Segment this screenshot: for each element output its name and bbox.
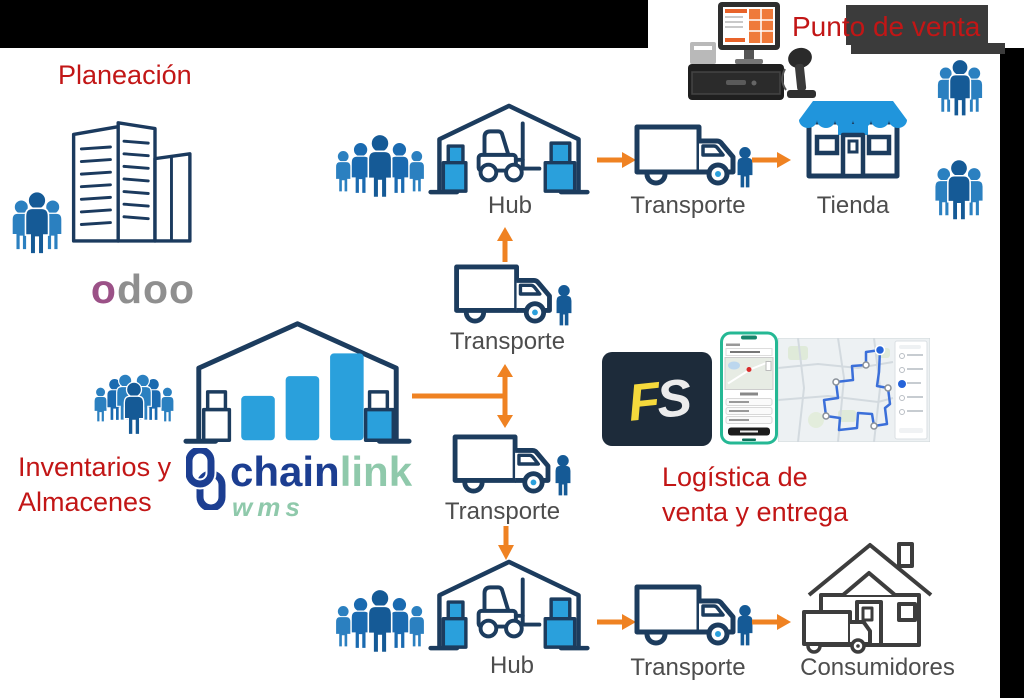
people-group-icon <box>932 58 988 118</box>
people-group-icon <box>929 158 989 222</box>
truck-icon <box>630 584 742 646</box>
store-icon <box>792 98 914 182</box>
people-group-icon <box>333 586 427 656</box>
transporte-label-top: Transporte <box>630 192 746 219</box>
inventory-title: Inventarios y Almacenes <box>18 450 171 520</box>
arrow-right-icon <box>750 612 792 632</box>
logistics-title-line2: venta y entrega <box>662 497 849 527</box>
connector-line <box>412 393 504 399</box>
people-group-icon <box>8 190 66 256</box>
person-icon <box>555 455 571 496</box>
svg-text:FS: FS <box>625 369 694 433</box>
people-group-icon <box>333 130 427 202</box>
chain-text: chain <box>230 448 340 495</box>
right-black-bar <box>1000 48 1024 698</box>
pos-title: Punto de venta <box>792 11 981 42</box>
odoo-letter: o <box>143 266 170 312</box>
chainlink-logo-icon <box>186 448 226 510</box>
hub-label-top: Hub <box>487 192 533 219</box>
arrow-right-icon <box>750 150 792 170</box>
truck-icon <box>450 264 558 324</box>
wms-text: wms <box>232 492 305 522</box>
warehouse-hub-icon <box>424 556 594 654</box>
planning-title: Planeación <box>58 60 192 90</box>
odoo-letter: o <box>169 266 196 312</box>
pos-title-dark-box <box>846 5 988 45</box>
pos-title-dark-strip <box>851 43 1005 54</box>
transporte-label-middle-up: Transporte <box>449 328 566 355</box>
inventory-title-line2: Almacenes <box>18 487 152 517</box>
central-warehouse-icon <box>182 316 414 448</box>
warehouse-hub-icon <box>424 100 594 198</box>
building-icon <box>71 121 192 243</box>
hub-label-bottom: Hub <box>489 652 535 679</box>
truck-icon <box>450 434 555 494</box>
delivery-truck-icon <box>802 610 872 654</box>
tienda-label: Tienda <box>816 192 890 219</box>
transporte-label-bottom: Transporte <box>630 654 746 681</box>
arrow-up-down-icon <box>497 364 513 428</box>
odoo-logo: odoo <box>84 266 202 313</box>
link-text: link <box>339 448 413 495</box>
logistics-title-line1: Logística de <box>662 462 808 492</box>
route-map-icon <box>778 338 930 442</box>
top-black-bar <box>0 0 648 48</box>
arrow-up-icon <box>497 227 513 262</box>
inventory-title-line1: Inventarios y <box>18 452 172 482</box>
odoo-letter: o <box>90 266 117 312</box>
consumidores-label: Consumidores <box>800 654 955 681</box>
fs-letter-f: F <box>625 372 664 433</box>
fs-logo: FS <box>602 352 712 446</box>
logistics-title: Logística de venta y entrega <box>662 460 848 530</box>
people-group-icon <box>90 372 178 438</box>
delivery-phone-app-icon <box>720 331 778 445</box>
transporte-label-middle-down: Transporte <box>444 498 561 525</box>
person-icon <box>556 285 572 326</box>
odoo-letter: d <box>116 266 143 312</box>
fs-letter-s: S <box>654 369 695 430</box>
arrow-down-icon <box>498 526 514 560</box>
chainlink-wordmark: chainlink <box>230 448 412 496</box>
pos-terminal-icon <box>688 2 816 100</box>
truck-icon <box>630 124 742 186</box>
